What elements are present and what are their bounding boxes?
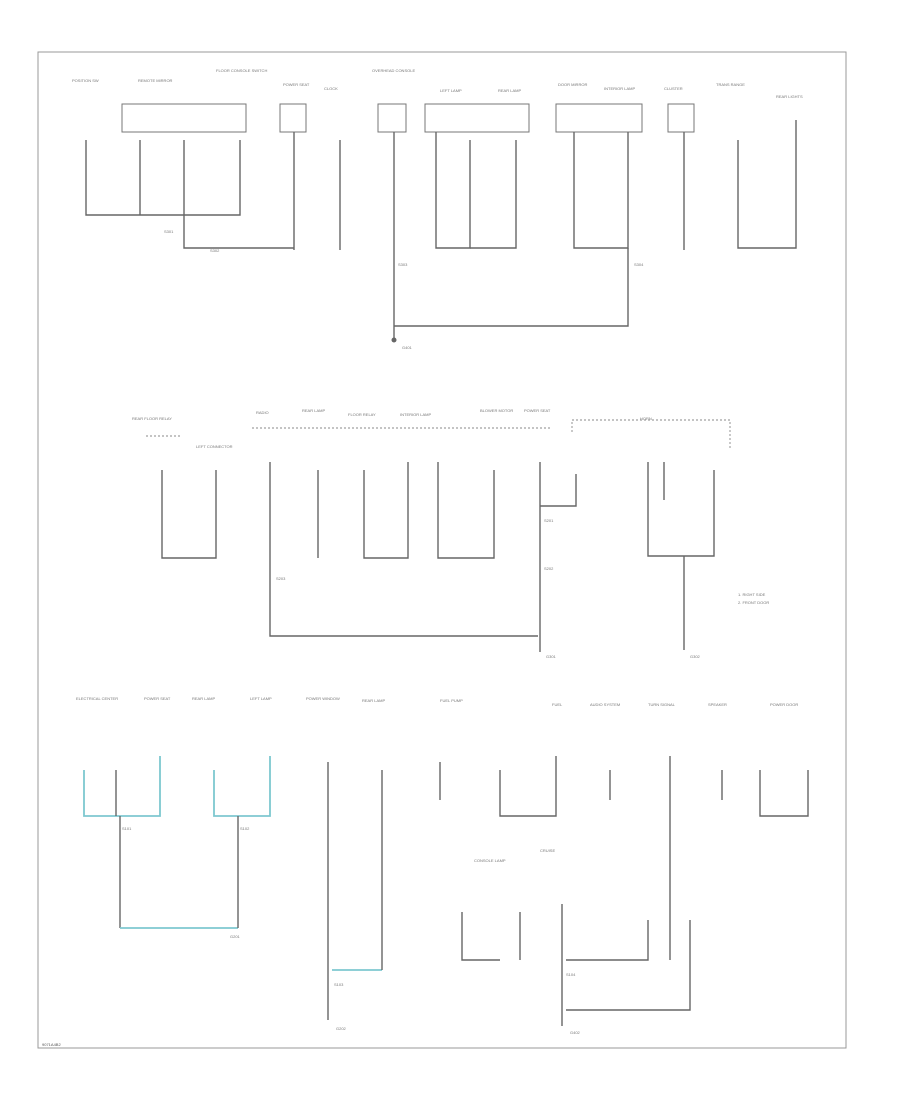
wires-bottom (83, 756, 809, 1026)
component-label: RADIO (256, 410, 269, 415)
ground-label: G301 (546, 654, 557, 659)
splice-label: S201 (544, 518, 554, 523)
ground-label: G302 (690, 654, 701, 659)
component-label: BLOWER MOTOR (480, 408, 513, 413)
component-label: POSITION SW (72, 78, 99, 83)
component-label: REAR LAMP (362, 698, 385, 703)
component-label: POWER DOOR (770, 702, 798, 707)
component-label: TRANS RANGE (716, 82, 745, 87)
component-label: FUEL PUMP (440, 698, 463, 703)
component-label: AUDIO SYSTEM (590, 702, 620, 707)
component-labels-bottom: ELECTRICAL CENTER POWER SEAT REAR LAMP L… (76, 696, 798, 863)
section-bottom: ELECTRICAL CENTER POWER SEAT REAR LAMP L… (76, 696, 809, 1035)
splice-label: S304 (634, 262, 644, 267)
legend-item: 1. RIGHT SIDE (738, 592, 766, 597)
component-outline (571, 419, 731, 450)
ground-label: G202 (336, 1026, 347, 1031)
component-label: POWER SEAT (524, 408, 551, 413)
component-labels-middle: REAR FLOOR RELAY RADIO REAR LAMP FLOOR R… (132, 408, 652, 449)
component-label: CRUISE (540, 848, 555, 853)
component-label: LEFT LAMP (250, 696, 272, 701)
splice-label: S202 (544, 566, 554, 571)
splice-label: S104 (566, 972, 576, 977)
component-box (377, 103, 407, 133)
section-middle: REAR FLOOR RELAY RADIO REAR LAMP FLOOR R… (132, 408, 769, 659)
splice-label: S101 (122, 826, 132, 831)
ground-label: G402 (570, 1030, 581, 1035)
component-label: INTERIOR LAMP (604, 86, 635, 91)
component-label: REAR FLOOR RELAY (132, 416, 172, 421)
component-label: REMOTE MIRROR (138, 78, 173, 83)
ground-label: G401 (402, 345, 413, 350)
component-label: POWER WINDOW (306, 696, 340, 701)
component-label: REAR LAMP (192, 696, 215, 701)
splice-label: S103 (334, 982, 344, 987)
component-label: LEFT LAMP (440, 88, 462, 93)
section-top: POSITION SW REMOTE MIRROR FLOOR CONSOLE … (72, 68, 803, 350)
splice-label: S102 (240, 826, 250, 831)
component-label: LEFT CONNECTOR (196, 444, 233, 449)
component-label: TURN SIGNAL (648, 702, 676, 707)
component-label: CLOCK (324, 86, 338, 91)
splice-label: S302 (210, 248, 220, 253)
wires-top (85, 120, 797, 343)
component-label: FLOOR RELAY (348, 412, 376, 417)
component-label: SPEAKER (708, 702, 727, 707)
component-label: INTERIOR LAMP (400, 412, 431, 417)
component-box (667, 103, 695, 133)
component-label: DOOR MIRROR (558, 82, 587, 87)
component-label: REAR LIGHTS (776, 94, 803, 99)
wires-middle (161, 462, 715, 652)
footer-code: 9071A4B2 (42, 1042, 61, 1047)
splice-label: S203 (276, 576, 286, 581)
component-box (279, 103, 307, 133)
splice-label: S303 (398, 262, 408, 267)
component-box (121, 103, 247, 133)
component-label: POWER SEAT (283, 82, 310, 87)
legend-item: 2. FRONT DOOR (738, 600, 769, 605)
component-label: POWER SEAT (144, 696, 171, 701)
splice-label: S301 (164, 229, 174, 234)
component-label: CONSOLE LAMP (474, 858, 506, 863)
ground-label: G201 (230, 934, 241, 939)
component-labels-top: POSITION SW REMOTE MIRROR FLOOR CONSOLE … (72, 68, 803, 99)
component-box (424, 103, 530, 133)
component-label: ELECTRICAL CENTER (76, 696, 118, 701)
component-label: HORN (640, 416, 652, 421)
component-label: REAR LAMP (302, 408, 325, 413)
component-box (555, 103, 643, 133)
component-label: FUEL (552, 702, 563, 707)
component-label: CLUSTER (664, 86, 683, 91)
diagram-frame (37, 51, 847, 1049)
component-label: FLOOR CONSOLE SWITCH (216, 68, 267, 73)
component-label: REAR LAMP (498, 88, 521, 93)
component-label: OVERHEAD CONSOLE (372, 68, 415, 73)
